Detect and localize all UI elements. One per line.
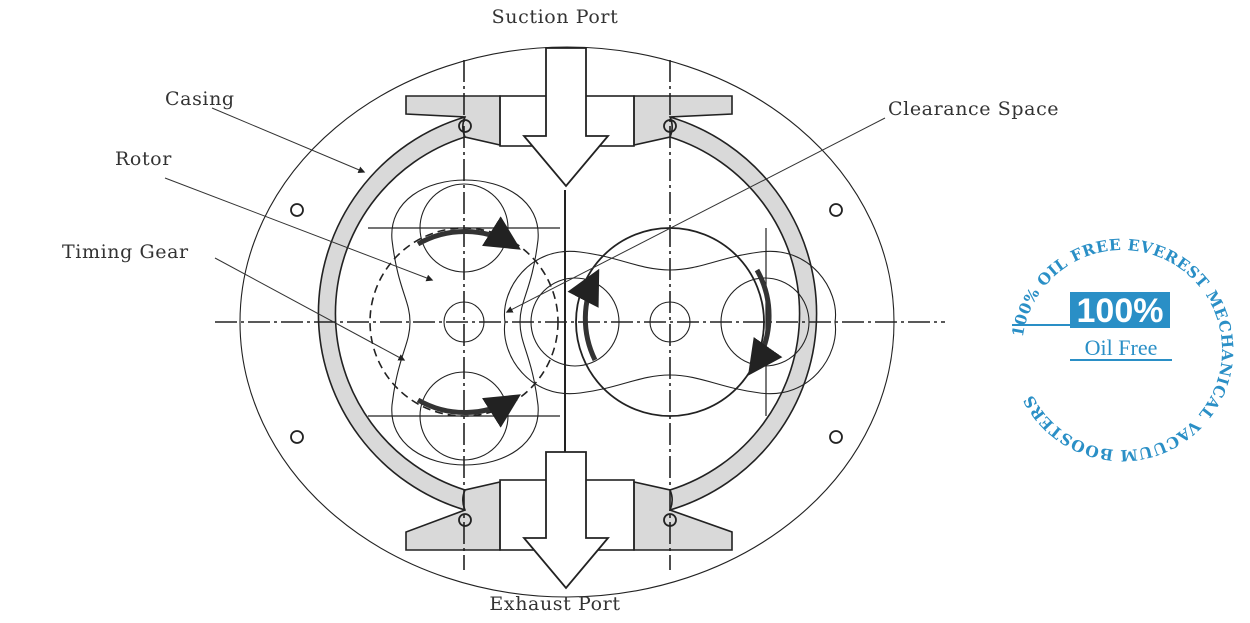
- exhaust-port-label: Exhaust Port: [489, 593, 620, 615]
- exhaust-arrow: [522, 451, 610, 590]
- suction-arrow: [522, 47, 610, 188]
- casing-label: Casing: [165, 88, 235, 110]
- timing-gear-label: Timing Gear: [62, 241, 189, 263]
- clearance-space-label: Clearance Space: [888, 98, 1059, 120]
- left-timing-gear: [369, 227, 559, 417]
- rotation-arrows: [416, 216, 783, 428]
- seal-small-text: Oil Free: [1085, 335, 1158, 360]
- seal-big-text: 100%: [1077, 292, 1164, 330]
- leader-lines: [164, 107, 886, 361]
- bottom-flanges: [405, 479, 733, 551]
- rotor-label: Rotor: [115, 148, 172, 170]
- suction-port-label: Suction Port: [492, 6, 619, 28]
- oil-free-seal: 100% OIL FREE EVEREST MECHANICAL VACUUM …: [1008, 235, 1237, 465]
- casing-band: [317, 115, 818, 512]
